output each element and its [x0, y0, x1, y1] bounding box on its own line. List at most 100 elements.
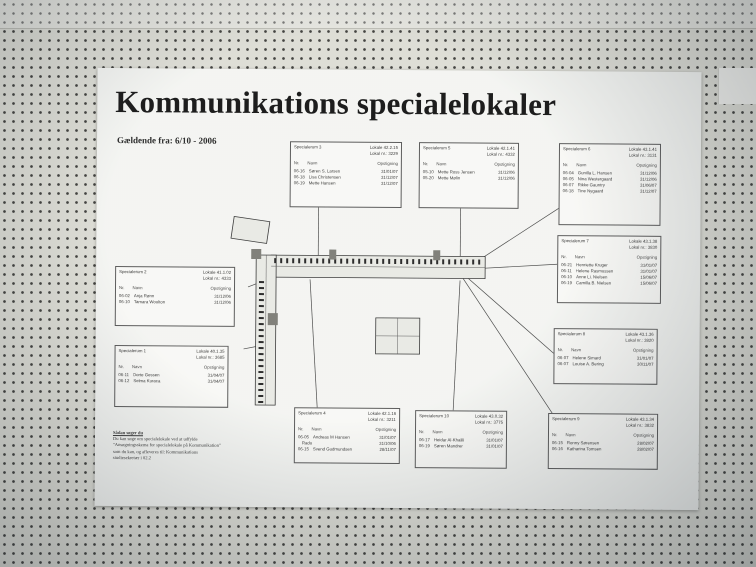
- window-mark: [370, 258, 373, 264]
- room-name: Specialerum 7: [561, 238, 589, 244]
- window-mark: [258, 311, 264, 314]
- col-name: Navn: [307, 159, 318, 166]
- room-location: Lokale 41.1.02: [202, 269, 232, 275]
- window-mark: [436, 259, 439, 265]
- col-date: Opstigning: [633, 432, 655, 438]
- window-mark: [258, 353, 264, 356]
- occupant-date: 31/12/06: [214, 299, 231, 306]
- room-number: Lokal nr.: 3775: [474, 419, 504, 425]
- occupant-name: Mette Hansen: [308, 180, 336, 186]
- col-name: Navn: [565, 431, 576, 437]
- room-location: Lokale 43.1.41: [628, 146, 657, 152]
- window-mark: [258, 293, 264, 296]
- window-mark: [454, 259, 457, 265]
- col-name: Navn: [311, 425, 322, 432]
- window-mark: [322, 258, 325, 264]
- window-mark: [430, 259, 433, 265]
- room-number: Lokal nr.: 3830: [629, 244, 658, 250]
- room-name: Specialerum 10: [419, 413, 449, 419]
- window-mark: [394, 258, 397, 264]
- occupant-nr: 06-12: [118, 378, 130, 384]
- col-date: Opstigning: [203, 364, 225, 370]
- window-mark: [258, 359, 264, 362]
- window-mark: [442, 259, 445, 265]
- occupant-nr: 06-10: [118, 299, 130, 305]
- room-location: Lokale 42.2.15: [369, 144, 399, 150]
- window-mark: [460, 259, 463, 265]
- adjacent-paper-edge: [718, 68, 756, 104]
- occupant-name: Mette Mølin: [437, 175, 461, 181]
- room-number: Lokal nr.: 3832: [625, 422, 655, 428]
- occupant-date: 31/12/06: [498, 175, 515, 181]
- window-mark: [418, 259, 421, 265]
- col-date: Opstigning: [210, 285, 232, 291]
- notes-line: studiesekretær i 02.2: [112, 454, 151, 461]
- window-mark: [258, 323, 264, 326]
- occupant-date: 30/11/07: [637, 361, 654, 367]
- window-mark: [448, 259, 451, 265]
- window-mark: [292, 258, 295, 264]
- col-nr: Nr.: [422, 160, 429, 166]
- window-mark: [316, 258, 319, 264]
- col-nr: Nr.: [561, 253, 567, 259]
- occupant-name: Søren Mandrer: [433, 443, 463, 449]
- room-number: Lokal nr.: 3211: [367, 416, 396, 422]
- window-mark: [258, 317, 264, 320]
- room-poster: Kommunikations specialelokaler Gældende …: [94, 67, 702, 511]
- occupant-name: Katharina Tomsen: [566, 446, 602, 452]
- window-mark: [400, 259, 403, 265]
- col-nr: Nr.: [551, 431, 558, 437]
- room-number: Lokal nr.: 4333: [202, 275, 232, 281]
- room-location: Lokale 43.1.34: [625, 416, 655, 422]
- col-date: Opstigning: [636, 254, 658, 260]
- room-name: Specialerum 5: [422, 145, 451, 151]
- room-location: Lokale 42.1.41: [486, 145, 516, 151]
- room-location: Lokale 42.1.16: [367, 410, 397, 416]
- window-mark: [258, 329, 264, 332]
- window-mark: [304, 258, 307, 264]
- room-number: Lokal nr.: 4332: [486, 151, 515, 157]
- window-mark: [258, 335, 264, 338]
- col-date: Opstigning: [636, 162, 657, 168]
- col-nr: Nr.: [118, 363, 124, 369]
- col-name: Navn: [131, 363, 143, 369]
- window-mark: [258, 365, 264, 368]
- room-name: Specialerum 4: [298, 410, 326, 416]
- occupant-name: Tamara Woulton: [133, 299, 166, 305]
- window-mark: [258, 395, 264, 398]
- occupant-nr: 06-19: [561, 279, 573, 285]
- col-nr: Nr.: [562, 161, 569, 167]
- room-location: Lokale 40.1.35: [196, 348, 225, 354]
- window-mark: [478, 259, 481, 265]
- window-mark: [364, 258, 367, 264]
- occupant-date: 31/12/07: [639, 188, 657, 194]
- room-location: Lokale 43.1.36: [625, 331, 654, 337]
- col-nr: Nr.: [293, 159, 300, 165]
- window-mark: [328, 258, 331, 264]
- col-date: Opstigning: [482, 429, 504, 435]
- occupant-date: 15/06/07: [640, 280, 658, 286]
- occupant-nr: 06-18: [562, 187, 574, 194]
- window-mark: [274, 258, 277, 264]
- col-nr: Nr.: [418, 428, 425, 434]
- occupant-nr: 06-15: [297, 446, 309, 452]
- window-mark: [358, 258, 361, 264]
- occupant-date: 28/02/07: [637, 446, 654, 452]
- window-mark: [258, 383, 264, 386]
- col-nr: Nr.: [118, 284, 125, 290]
- room-number: Lokal nr.: 3685: [196, 354, 225, 360]
- room-number: Lokal nr.: 3820: [625, 337, 654, 343]
- window-mark: [286, 258, 289, 264]
